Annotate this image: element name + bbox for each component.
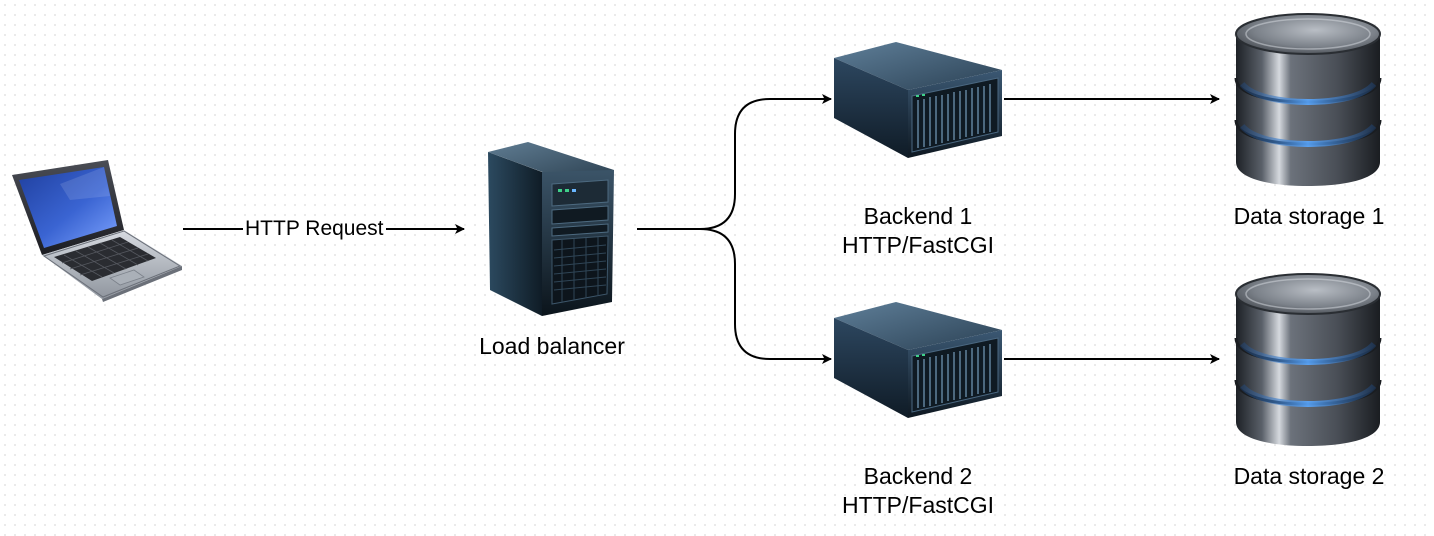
rack-server-icon [834,302,1002,418]
backend-2-label: Backend 2 HTTP/FastCGI [818,462,1018,520]
edge-load-balancer-to-backend-1 [637,94,832,230]
data-storage-1-label: Data storage 1 [1233,203,1385,229]
backend-2-node[interactable] [832,300,1004,420]
load-balancer-label: Load balancer [479,333,625,359]
load-balancer-node[interactable] [486,140,618,318]
data-storage-1-node[interactable] [1232,12,1384,188]
edge-label-http-request: HTTP Request [243,216,386,242]
rack-server-icon [834,42,1002,158]
laptop-icon [12,160,182,302]
backend-2-label-protocol: HTTP/FastCGI [841,492,995,518]
backend-2-label-name: Backend 2 [863,463,973,489]
data-storage-2-label: Data storage 2 [1233,463,1385,489]
database-icon [1234,273,1382,446]
client-laptop-node[interactable] [10,160,185,302]
edge-load-balancer-to-backend-2 [637,228,832,364]
data-storage-2-node[interactable] [1232,272,1384,448]
backend-1-label-protocol: HTTP/FastCGI [841,232,995,258]
backend-1-label: Backend 1 HTTP/FastCGI [818,202,1018,260]
backend-1-node[interactable] [832,40,1004,160]
database-icon [1234,13,1382,186]
tower-server-icon [488,142,614,316]
backend-1-label-name: Backend 1 [863,203,973,229]
